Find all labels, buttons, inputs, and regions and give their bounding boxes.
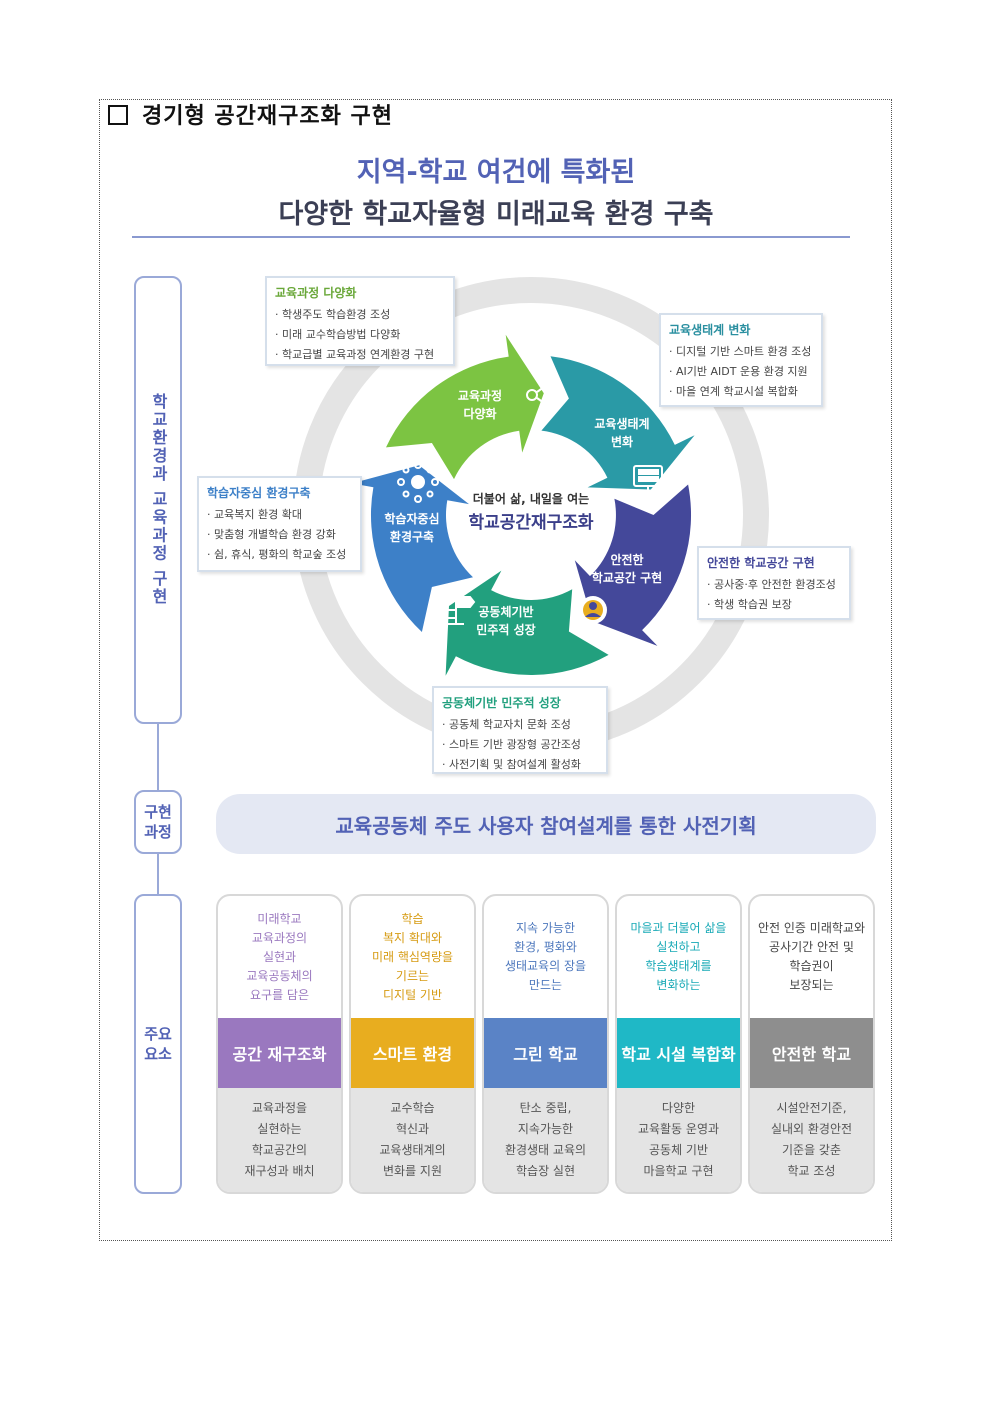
info-box-ecosystem: 교육생태계 변화 디지털 기반 스마트 환경 조성 AI기반 AIDT 운용 환… — [659, 313, 823, 407]
info-box-item: 학생주도 학습환경 조성 — [275, 305, 445, 325]
cycle-label-line1: 교육과정 — [458, 388, 502, 403]
info-box-item: 교육복지 환경 확대 — [207, 505, 352, 525]
info-box-item: 맞춤형 개별학습 환경 강화 — [207, 525, 352, 545]
cycle-label-line2: 환경구축 — [390, 529, 434, 544]
card-top-text: 안전 인증 미래학교와 공사기간 안전 및 학습권이 보장되는 — [758, 921, 865, 992]
cycle-label-line1: 교육생태계 — [594, 416, 649, 431]
element-card-smart: 학습 복지 확대와 미래 핵심역량을 기르는 디지털 기반 스마트 환경 교수학… — [349, 894, 476, 1194]
card-label: 학교 시설 복합화 — [617, 1018, 740, 1088]
title-divider — [132, 236, 850, 238]
info-box-item: 공동체 학교자치 문화 조성 — [442, 715, 598, 735]
cycle-label-line2: 학교공간 구현 — [592, 570, 662, 585]
info-box-title: 학습자중심 환경구축 — [207, 486, 311, 500]
card-bottom-text: 다양한 교육활동 운영과 공동체 기반 마을학교 구현 — [617, 1088, 740, 1192]
connector-line — [157, 724, 159, 790]
info-box-title: 안전한 학교공간 구현 — [707, 556, 815, 570]
card-bottom-text: 시설안전기준, 실내외 환경안전 기준을 갖춘 학교 조성 — [750, 1088, 873, 1192]
side-label-top: 학교환경과 교육과정 구현 — [134, 276, 182, 724]
signpost-icon — [440, 594, 476, 625]
element-card-space: 미래학교 교육과정의 실현과 교육공동체의 요구를 담은 공간 재구조화 교육과… — [216, 894, 343, 1194]
info-box-learner: 학습자중심 환경구축 교육복지 환경 확대 맞춤형 개별학습 환경 강화 쉼, … — [197, 476, 362, 572]
element-card-complex: 마을과 더불어 삶을 실천하고 학습생태계를 변화하는 학교 시설 복합화 다양… — [615, 894, 742, 1194]
card-top-text: 학습 복지 확대와 미래 핵심역량을 기르는 디지털 기반 — [371, 911, 454, 1002]
info-box-item: 마을 연계 학교시설 복합화 — [669, 382, 813, 402]
learner-network-icon — [397, 461, 439, 503]
info-box-safety: 안전한 학교공간 구현 공사중·후 안전한 환경조성 학생 학습권 보장 — [697, 546, 851, 620]
side-label-middle: 구현 과정 — [134, 790, 182, 854]
title-line-1: 지역-학교 여건에 특화된 — [356, 157, 636, 188]
card-label: 안전한 학교 — [750, 1018, 873, 1088]
cycle-label-line2: 다양화 — [463, 406, 496, 421]
cycle-arrow — [541, 356, 695, 490]
info-box-item: 디지털 기반 스마트 환경 조성 — [669, 342, 813, 362]
info-box-curriculum: 교육과정 다양화 학생주도 학습환경 조성 미래 교수학습방법 다양화 학교급별… — [265, 276, 455, 366]
card-label: 스마트 환경 — [351, 1018, 474, 1088]
center-big-text: 학교공간재구조화 — [468, 513, 593, 533]
checkbox-square-icon — [108, 105, 128, 125]
title-line-2: 다양한 학교자율형 미래교육 환경 구축 — [278, 199, 714, 230]
cycle-label-line1: 학습자중심 — [384, 511, 439, 526]
info-box-title: 공동체기반 민주적 성장 — [442, 696, 561, 710]
info-box-title: 교육과정 다양화 — [275, 286, 357, 300]
cycle-arrow — [351, 465, 473, 632]
card-label: 공간 재구조화 — [218, 1018, 341, 1088]
cycle-label-line2: 민주적 성장 — [476, 622, 535, 637]
info-box-item: 학생 학습권 보장 — [707, 595, 841, 615]
card-top-text: 미래학교 교육과정의 실현과 교육공동체의 요구를 담은 — [246, 911, 313, 1002]
connector-line — [157, 854, 159, 894]
cycle-label-line1: 공동체기반 — [478, 604, 533, 619]
info-box-item: AI기반 AIDT 운용 환경 지원 — [669, 362, 813, 382]
cycle-label-line2: 변화 — [611, 434, 633, 449]
card-top-text: 마을과 더불어 삶을 실천하고 학습생태계를 변화하는 — [630, 921, 727, 992]
info-box-item: 미래 교수학습방법 다양화 — [275, 325, 445, 345]
info-box-item: 쉼, 휴식, 평화의 학교숲 조성 — [207, 545, 352, 565]
info-box-item: 학교급별 교육과정 연계환경 구현 — [275, 345, 445, 365]
card-label: 그린 학교 — [484, 1018, 607, 1088]
cycle-arrow — [445, 570, 609, 676]
section-heading: 경기형 공간재구조화 구현 — [108, 98, 393, 130]
share-nodes-icon — [526, 378, 555, 412]
section-heading-text: 경기형 공간재구조화 구현 — [142, 104, 393, 129]
info-box-community: 공동체기반 민주적 성장 공동체 학교자치 문화 조성 스마트 기반 광장형 공… — [432, 686, 608, 774]
card-bottom-text: 교육과정을 실현하는 학교공간의 재구성과 배치 — [218, 1088, 341, 1192]
info-box-item: 공사중·후 안전한 환경조성 — [707, 575, 841, 595]
info-box-item: 사전기획 및 참여설계 활성화 — [442, 755, 598, 775]
safety-badge-icon — [579, 596, 607, 624]
card-top-text: 지속 가능한 환경, 평화와 생태교육의 장을 만드는 — [504, 921, 587, 992]
cycle-label-line1: 안전한 — [610, 552, 643, 567]
monitor-icon — [633, 465, 663, 495]
side-label-bottom: 주요 요소 — [134, 894, 182, 1194]
cycle-arrow — [386, 334, 544, 480]
element-card-safe: 안전 인증 미래학교와 공사기간 안전 및 학습권이 보장되는 안전한 학교 시… — [748, 894, 875, 1194]
element-card-green: 지속 가능한 환경, 평화와 생태교육의 장을 만드는 그린 학교 탄소 중립,… — [482, 894, 609, 1194]
card-bottom-text: 탄소 중립, 지속가능한 환경생태 교육의 학습장 실현 — [484, 1088, 607, 1192]
center-text: 더불어 삶, 내일을 여는 학교공간재구조화 — [468, 491, 593, 533]
center-small-text: 더불어 삶, 내일을 여는 — [473, 491, 589, 506]
process-banner: 교육공동체 주도 사용자 참여설계를 통한 사전기획 — [216, 794, 876, 854]
info-box-title: 교육생태계 변화 — [669, 323, 751, 337]
card-bottom-text: 교수학습 혁신과 교육생태계의 변화를 지원 — [351, 1088, 474, 1192]
info-box-item: 스마트 기반 광장형 공간조성 — [442, 735, 598, 755]
content-frame — [99, 99, 892, 1241]
